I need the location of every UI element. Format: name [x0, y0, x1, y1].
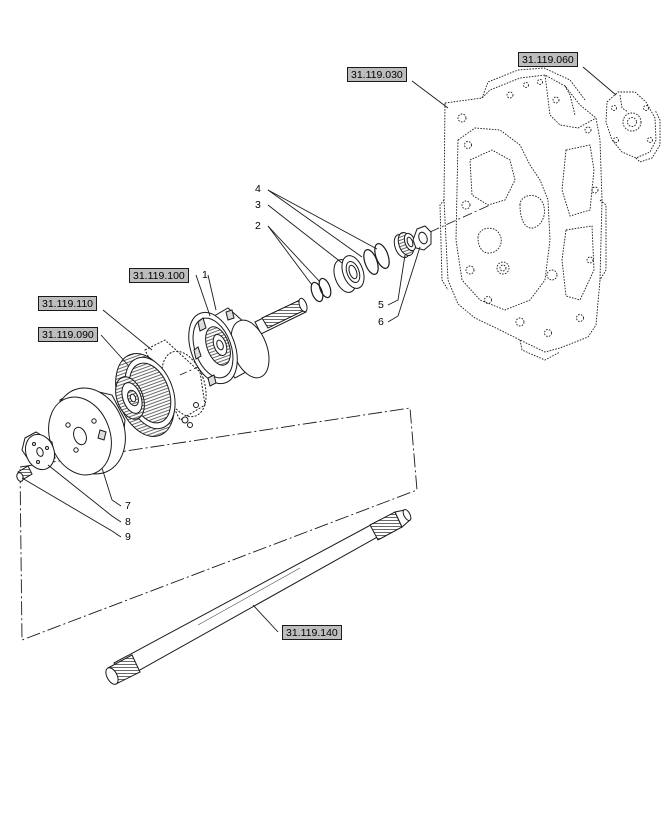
callout-9: 9 — [125, 531, 131, 543]
ref-label-31-119-140[interactable]: 31.119.140 — [282, 625, 342, 640]
planetary-gear-set — [115, 339, 207, 437]
part-5-seal — [393, 231, 417, 259]
part-1-clutch-drum — [188, 297, 308, 387]
callout-3: 3 — [255, 199, 261, 211]
callout-4: 4 — [255, 183, 261, 195]
ref-label-31-119-100[interactable]: 31.119.100 — [129, 268, 189, 283]
ref-label-31-119-060[interactable]: 31.119.060 — [518, 52, 578, 67]
ref-label-31-119-090[interactable]: 31.119.090 — [38, 327, 98, 342]
leader-lines — [21, 66, 617, 633]
part-6-nut — [412, 225, 432, 251]
part-9-bolt — [16, 465, 33, 482]
callout-6: 6 — [378, 316, 384, 328]
callout-7: 7 — [125, 500, 131, 512]
ref-label-31-119-030[interactable]: 31.119.030 — [347, 67, 407, 82]
assembly-axis — [179, 204, 491, 376]
part-3-bearing — [333, 255, 365, 293]
cover-part — [605, 91, 661, 163]
part-8-washer — [21, 431, 56, 471]
part-2-snap-ring-inner — [310, 277, 332, 303]
callout-8: 8 — [125, 516, 131, 528]
part-4-snap-ring-outer — [363, 243, 390, 275]
shaft-phantom-frame — [19, 407, 418, 641]
callout-5: 5 — [378, 299, 384, 311]
long-shaft — [105, 509, 412, 685]
callout-2: 2 — [255, 220, 261, 232]
ref-label-31-119-110[interactable]: 31.119.110 — [38, 296, 97, 311]
gearbox-housing — [439, 67, 607, 361]
part-7-carrier-plate — [48, 387, 126, 476]
callout-1: 1 — [202, 269, 208, 281]
